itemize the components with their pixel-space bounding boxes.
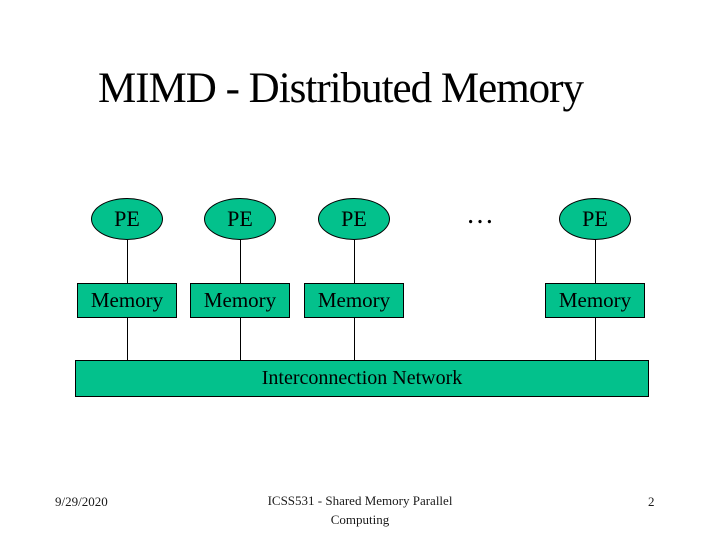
pe-node: PE	[559, 198, 631, 240]
memory-node: Memory	[77, 283, 177, 318]
connector-line-memory-network	[595, 318, 596, 360]
pe-memory-column: PE Memory	[77, 198, 177, 398]
memory-label: Memory	[203, 288, 277, 312]
pe-node: PE	[204, 198, 276, 240]
pe-memory-column: PE Memory	[545, 198, 645, 398]
memory-node: Memory	[545, 283, 645, 318]
pe-memory-column: PE Memory	[190, 198, 290, 398]
memory-label: Memory	[558, 288, 632, 312]
pe-label: PE	[227, 206, 253, 231]
memory-node: Memory	[304, 283, 404, 318]
memory-label: Memory	[90, 288, 164, 312]
connector-line-memory-network	[354, 318, 355, 360]
pe-label: PE	[341, 206, 367, 231]
pe-memory-column: PE Memory	[304, 198, 404, 398]
network-label: Interconnection Network	[261, 367, 463, 389]
interconnection-network-bar: Interconnection Network	[75, 360, 649, 397]
footer-page-number: 2	[648, 494, 655, 509]
memory-node: Memory	[190, 283, 290, 318]
connector-line-pe-memory	[240, 240, 241, 283]
pe-label: PE	[582, 206, 608, 231]
pe-node: PE	[91, 198, 163, 240]
footer-date: 9/29/2020	[55, 494, 108, 509]
connector-line-memory-network	[127, 318, 128, 360]
connector-line-memory-network	[240, 318, 241, 360]
footer-course-title: ICSS531 - Shared Memory Parallel Computi…	[267, 493, 453, 527]
slide-title: MIMD - Distributed Memory	[98, 65, 584, 112]
connector-line-pe-memory	[127, 240, 128, 283]
pe-label: PE	[114, 206, 140, 231]
memory-label: Memory	[317, 288, 391, 312]
ellipsis-label: …	[466, 199, 494, 230]
connector-line-pe-memory	[354, 240, 355, 283]
pe-node: PE	[318, 198, 390, 240]
connector-line-pe-memory	[595, 240, 596, 283]
